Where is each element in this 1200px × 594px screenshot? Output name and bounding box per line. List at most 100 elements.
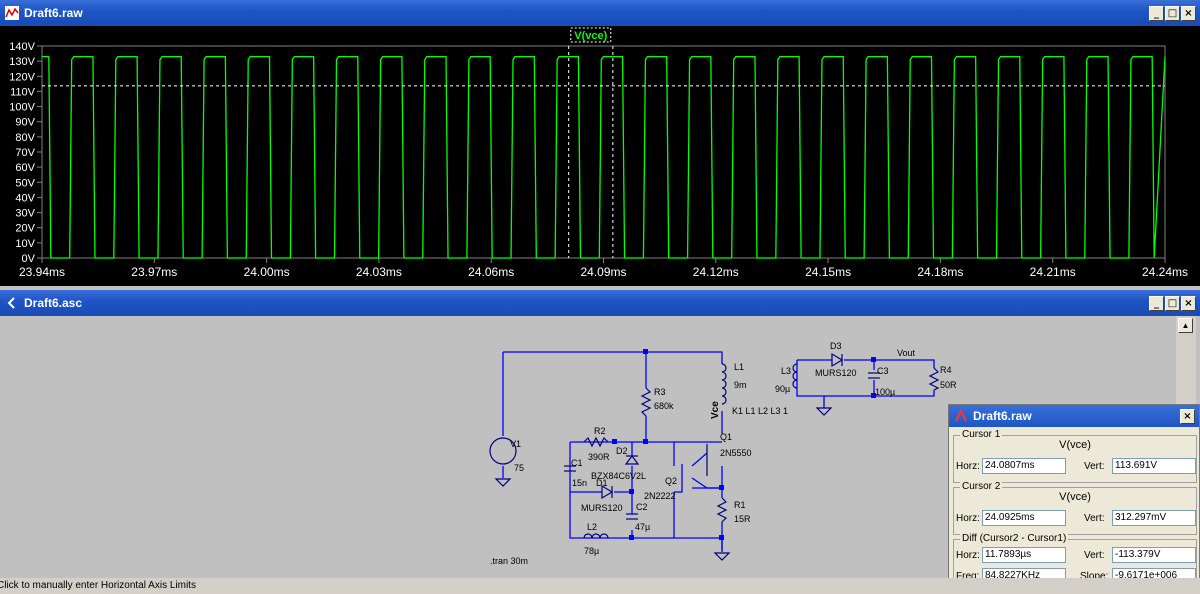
v1-label: V1 [510, 439, 521, 449]
scroll-up-arrow-icon[interactable]: ▲ [1178, 318, 1193, 333]
restore-button[interactable]: □ [1165, 295, 1180, 311]
waveform-window: Draft6.raw _ □ × 140V 130V 120V 110V 100V 90V… [0, 0, 1200, 286]
trace-label: V(vce) [574, 30, 607, 42]
y-tick-label: 140V [9, 41, 35, 53]
d2-value: BZX84C6V2L [591, 471, 646, 481]
restore-button[interactable]: □ [1165, 5, 1180, 21]
schematic-window-title: Draft6.asc [24, 296, 83, 310]
y-tick-label: 0V [22, 253, 36, 265]
y-tick-label: 10V [15, 238, 35, 250]
v1-value: 75 [514, 463, 524, 473]
vce-trace [42, 55, 1166, 259]
x-tick-label: 24.03ms [356, 265, 402, 279]
waveform-titlebar[interactable]: Draft6.raw _ □ × [0, 0, 1200, 26]
d3-label: D3 [830, 341, 842, 351]
x-tick-label: 24.15ms [805, 265, 851, 279]
y-tick-label: 80V [15, 132, 35, 144]
x-tick-label: 24.24ms [1142, 265, 1188, 279]
r2-value: 390R [588, 452, 610, 462]
diff-horz-field[interactable]: 11.7893µs [982, 547, 1066, 563]
d1-label: D1 [596, 478, 608, 488]
q1-value: 2N5550 [720, 448, 752, 458]
l3-value: 90µ [775, 384, 790, 394]
cursor2-vert-field[interactable]: 312.297mV [1112, 510, 1196, 526]
c2-label: C2 [636, 502, 648, 512]
close-button[interactable]: × [1181, 295, 1196, 311]
y-tick-label: 90V [15, 117, 35, 129]
x-tick-label: 24.00ms [244, 265, 290, 279]
cursor2-group: Cursor 2 V(vce) Horz: 24.0925ms Vert: 31… [953, 481, 1197, 535]
y-tick-label: 50V [15, 177, 35, 189]
cursor2-horz-field[interactable]: 24.0925ms [982, 510, 1066, 526]
q2-label: Q2 [665, 476, 677, 486]
cursor1-vert-field[interactable]: 113.691V [1112, 458, 1196, 474]
cursor-readout-dialog: Draft6.raw × Cursor 1 V(vce) Horz: 24.08… [948, 404, 1200, 594]
schematic-titlebar[interactable]: Draft6.asc _ □ × [0, 290, 1200, 316]
y-tick-label: 40V [15, 192, 35, 204]
waveform-window-title: Draft6.raw [24, 6, 83, 20]
c2-value: 47µ [635, 522, 650, 532]
status-text: Click to manually enter Horizontal Axis … [0, 580, 196, 591]
c3-value: 100µ [875, 387, 895, 397]
x-tick-label: 24.18ms [917, 265, 963, 279]
r3-value: 680k [654, 401, 674, 411]
cursor1-group: Cursor 1 V(vce) Horz: 24.0807ms Vert: 11… [953, 429, 1197, 483]
waveform-chart[interactable]: 140V130V120V110V100V90V80V70V60V50V40V30… [0, 26, 1200, 286]
c1-value: 15n [572, 478, 587, 488]
r4-label: R4 [940, 365, 952, 375]
diff-label: Diff (Cursor2 - Cursor1) [960, 533, 1069, 544]
diff-vert-field[interactable]: -113.379V [1112, 547, 1196, 563]
cursor1-signal: V(vce) [1059, 439, 1091, 451]
cursor2-label: Cursor 2 [960, 481, 1003, 492]
l2-value: 78µ [584, 546, 599, 556]
x-tick-label: 24.21ms [1030, 265, 1076, 279]
close-button[interactable]: × [1181, 5, 1196, 21]
r1-value: 15R [734, 514, 751, 524]
d1-value: MURS120 [581, 503, 623, 513]
y-tick-label: 20V [15, 223, 35, 235]
cursor-dialog-titlebar[interactable]: Draft6.raw × [949, 405, 1199, 427]
r2-label: R2 [594, 426, 606, 436]
diff-freq-label: Freq: [956, 571, 980, 582]
trace-label-box [570, 27, 612, 43]
diff-vert-label: Vert: [1084, 550, 1105, 561]
cursor-dialog-close-button[interactable]: × [1180, 408, 1195, 424]
x-tick-label: 24.09ms [580, 265, 626, 279]
cursor1-horz-field[interactable]: 24.0807ms [982, 458, 1066, 474]
l2-label: L2 [587, 522, 597, 532]
l3-label: L3 [781, 366, 791, 376]
y-tick-label: 110V [10, 86, 36, 98]
cursor-dialog-title: Draft6.raw [973, 409, 1032, 423]
q2-value: 2N2222 [644, 491, 676, 501]
tran-directive: .tran 30m [490, 556, 528, 566]
d3-value: MURS120 [815, 368, 857, 378]
r1-label: R1 [734, 500, 746, 510]
r4-value: 50R [940, 380, 957, 390]
vout-net-label: Vout [897, 348, 916, 358]
d2-label: D2 [616, 446, 628, 456]
c1-label: C1 [571, 458, 583, 468]
y-tick-label: 100V [9, 102, 35, 114]
y-tick-label: 130V [9, 56, 35, 68]
coupling-directive: K1 L1 L2 L3 1 [732, 406, 788, 416]
vce-net-label: Vce [710, 401, 721, 419]
x-tick-label: 23.97ms [131, 265, 177, 279]
y-tick-label: 30V [15, 208, 35, 220]
x-tick-label: 24.06ms [468, 265, 514, 279]
cursor1-label: Cursor 1 [960, 429, 1003, 440]
minimize-button[interactable]: _ [1149, 295, 1164, 311]
status-bar: Click to manually enter Horizontal Axis … [0, 578, 1200, 594]
x-tick-label: 23.94ms [19, 265, 65, 279]
y-tick-label: 70V [15, 147, 35, 159]
x-tick-label: 24.12ms [693, 265, 739, 279]
y-tick-label: 120V [9, 71, 35, 83]
l1-value: 9m [734, 380, 747, 390]
diff-horz-label: Horz: [956, 550, 980, 561]
c3-label: C3 [877, 366, 889, 376]
cursor1-vert-label: Vert: [1084, 461, 1105, 472]
cursor2-vert-label: Vert: [1084, 513, 1105, 524]
minimize-button[interactable]: _ [1149, 5, 1164, 21]
cursor2-horz-label: Horz: [956, 513, 980, 524]
schematic-drawing[interactable]: V1 75 R2 390R C1 15n D2 BZX84C6V2L D1 MU… [2, 316, 1174, 572]
